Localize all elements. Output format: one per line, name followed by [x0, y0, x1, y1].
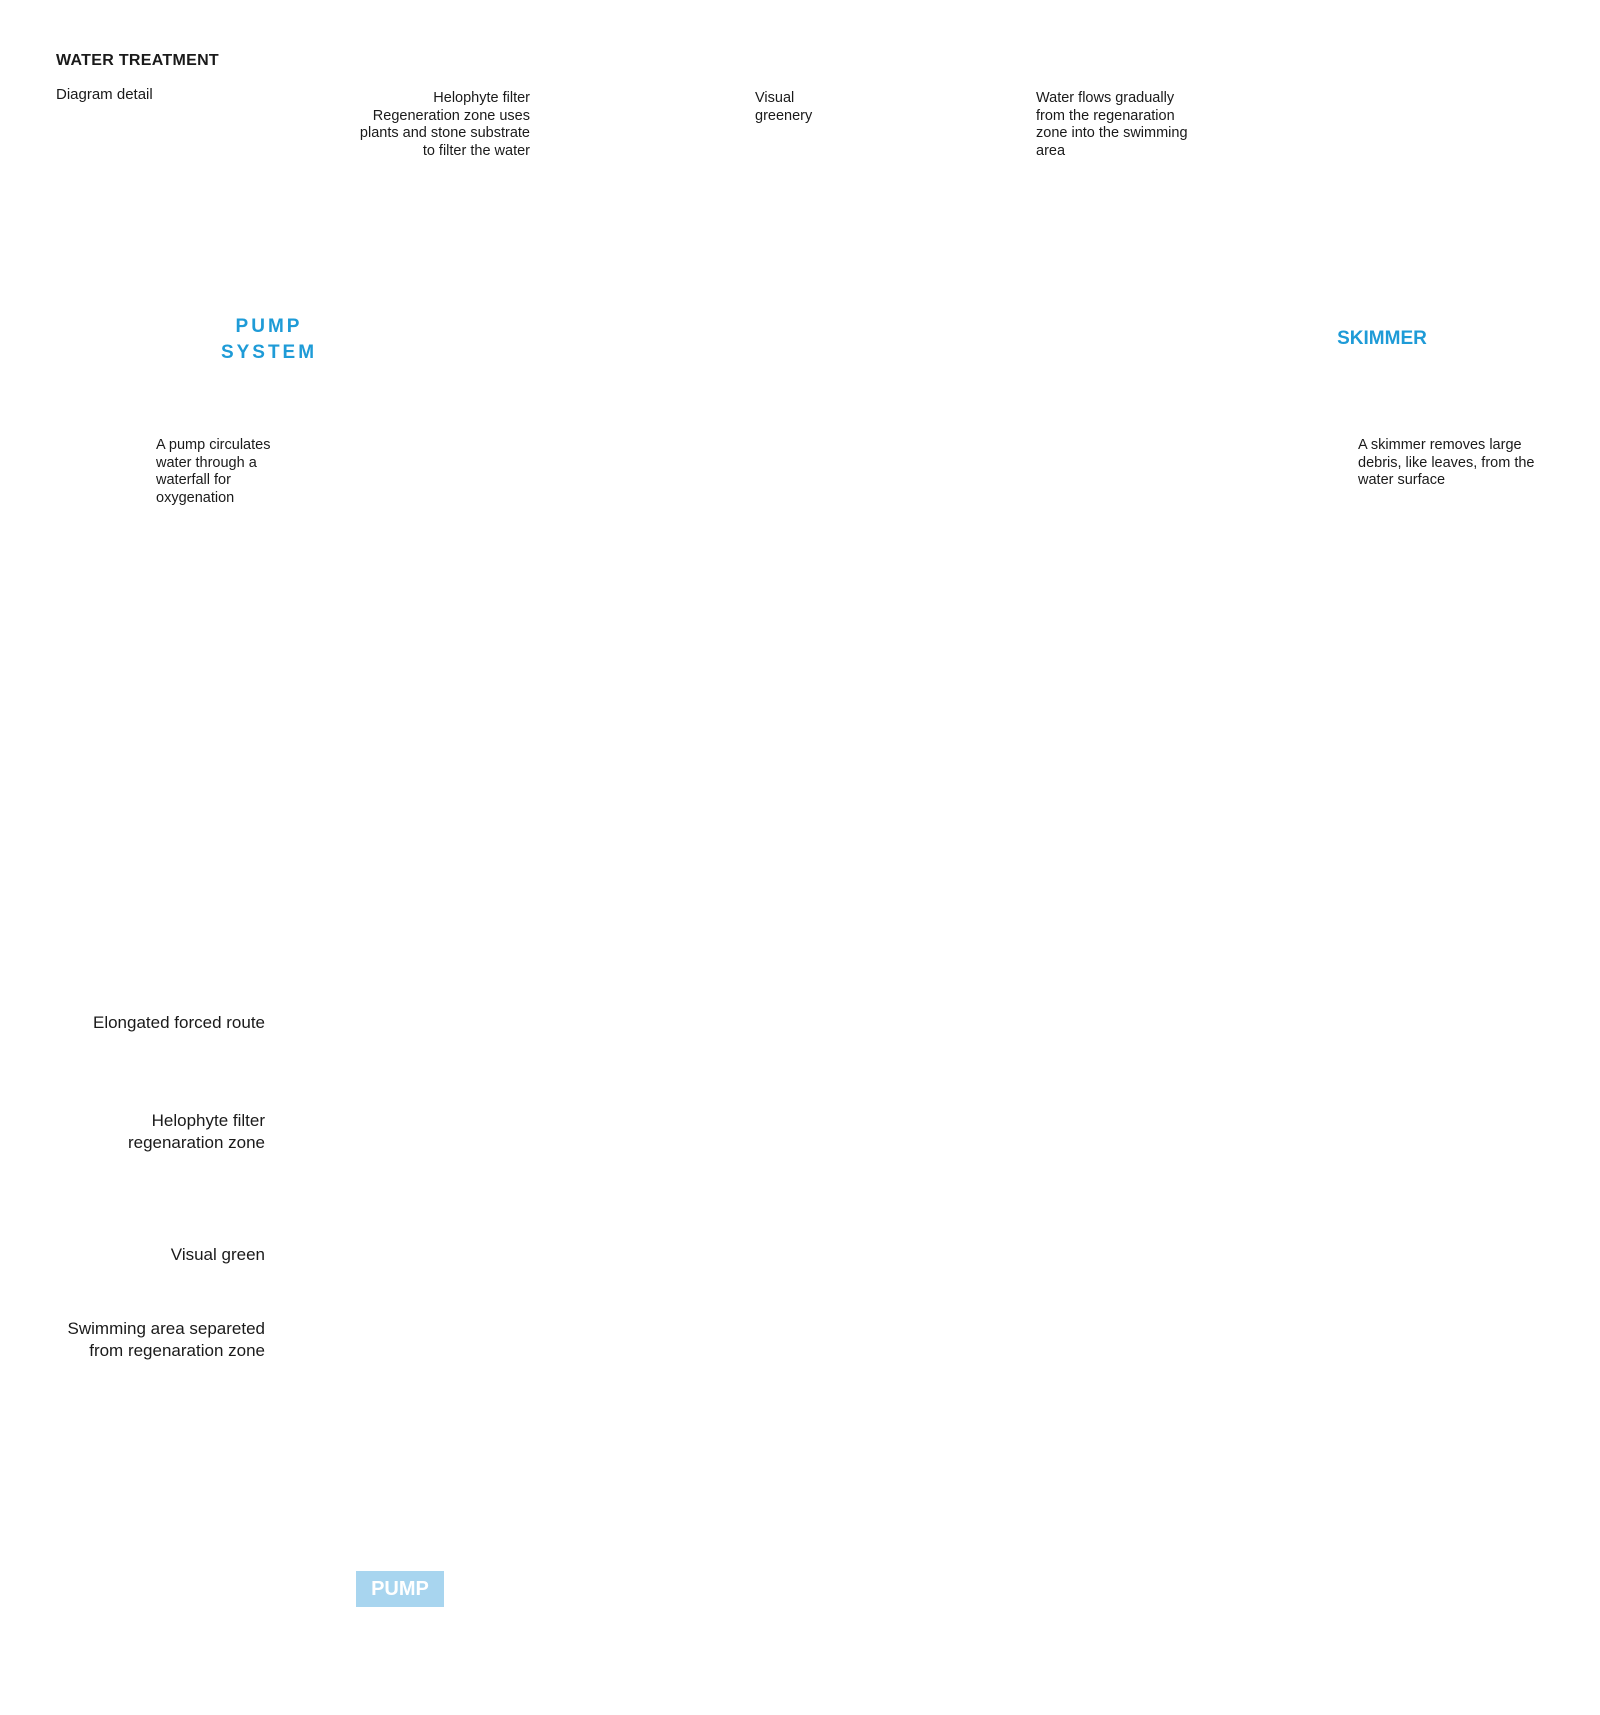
skimmer-label: SKIMMER [1337, 328, 1427, 349]
helophyte-plants [364, 234, 726, 291]
people-right-icon [1345, 156, 1508, 270]
water-flows-annotation: Water flows gradually from the regenarat… [1036, 90, 1188, 159]
plan-walls [344, 640, 1329, 1591]
pool-walls [358, 283, 1280, 467]
diagram-title: WATER TREATMENT [56, 52, 219, 69]
visual-green-zone-fill [800, 1062, 1284, 1545]
left-deck [56, 270, 335, 296]
visual-greenery-annotation: Visual greenery [755, 90, 813, 124]
skimmer-annotation: A skimmer removes large debris, like lea… [1358, 437, 1535, 488]
regeneration-zone-fill [404, 665, 1284, 1545]
tree-icons [808, 1083, 1217, 1537]
pump-annotation: A pump circulates water through a waterf… [156, 437, 271, 506]
floating-swimmer-icon [1050, 345, 1210, 394]
plan-diagram [279, 640, 1329, 1658]
section-flow-arrows [294, 201, 1358, 569]
recirculation-pipe [320, 288, 1332, 514]
plan-return-arrows [442, 1549, 1269, 1658]
label-elongated-route: Elongated forced route [92, 1013, 265, 1032]
serpentine-channel [463, 738, 1257, 1545]
plan-leader-lines [279, 1035, 871, 1336]
swimming-water [733, 283, 1268, 465]
pump-plan-label: PUMP [356, 1571, 444, 1607]
pump-system-label: PUMP SYSTEM [220, 316, 318, 363]
serpentine-flow [468, 743, 1252, 1545]
label-helophyte-zone: Helophyte filter regenaration zone [127, 1111, 265, 1152]
label-visual-green: Visual green [170, 1245, 265, 1264]
label-swimming-area: Swimming area separeted from regenaratio… [67, 1319, 265, 1360]
stone-substrate [365, 300, 665, 318]
helophyte-annotation: Helophyte filter Regeneration zone uses … [359, 90, 530, 159]
water-surface [732, 281, 1274, 289]
standing-swimmer-icon [806, 238, 840, 345]
people-left-icon [125, 169, 222, 270]
pool-water [950, 1227, 1296, 1565]
right-deck [1318, 270, 1594, 296]
diagram-subtitle: Diagram detail [56, 86, 153, 103]
regeneration-water [365, 282, 665, 320]
flow-end-arrow [1240, 1245, 1260, 1262]
